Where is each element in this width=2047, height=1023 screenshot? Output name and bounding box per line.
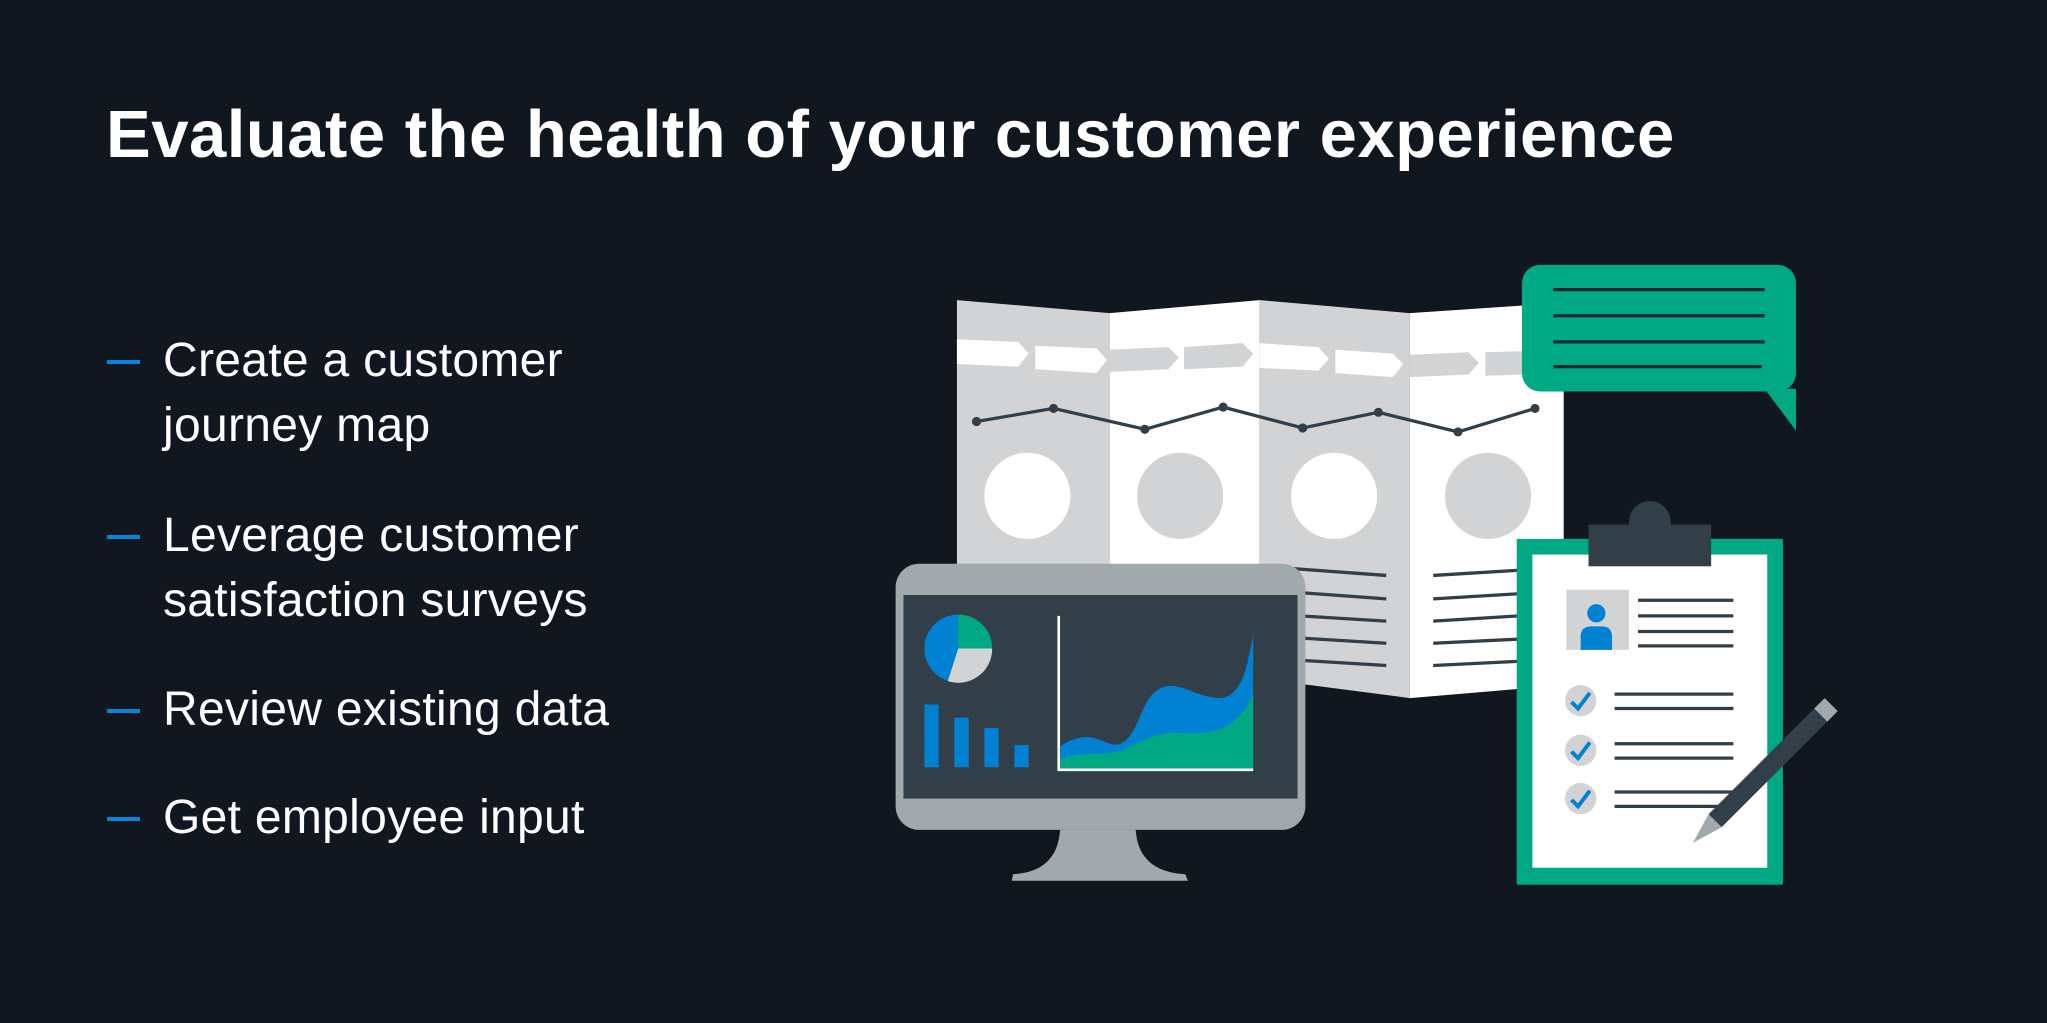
bullet-dash (107, 535, 140, 539)
bullet-text: Review existing data (163, 683, 610, 736)
bullet-text: Get employee input (163, 791, 585, 844)
bullet-item-employee-input: Get employee input (163, 785, 585, 850)
monitor-dashboard-icon (895, 563, 1306, 881)
bullet-dash (107, 709, 140, 713)
bullet-text: Leverage customer (163, 509, 579, 562)
clipboard-checklist-icon (1516, 501, 1783, 885)
bullet-item-existing-data: Review existing data (163, 677, 609, 742)
pencil-icon (1692, 698, 1838, 843)
bullet-text: satisfaction surveys (163, 574, 588, 627)
speech-bubble-icon (1521, 264, 1796, 431)
bullet-dash (107, 360, 140, 364)
bullet-dash (107, 817, 140, 821)
bullet-text: journey map (163, 399, 431, 452)
bullet-item-journey-map: Create a customer journey map (163, 328, 563, 458)
page-title: Evaluate the health of your customer exp… (106, 97, 1675, 172)
bullet-text: Create a customer (163, 334, 563, 387)
bullet-item-surveys: Leverage customer satisfaction surveys (163, 503, 588, 633)
check-icon (1565, 685, 1597, 815)
